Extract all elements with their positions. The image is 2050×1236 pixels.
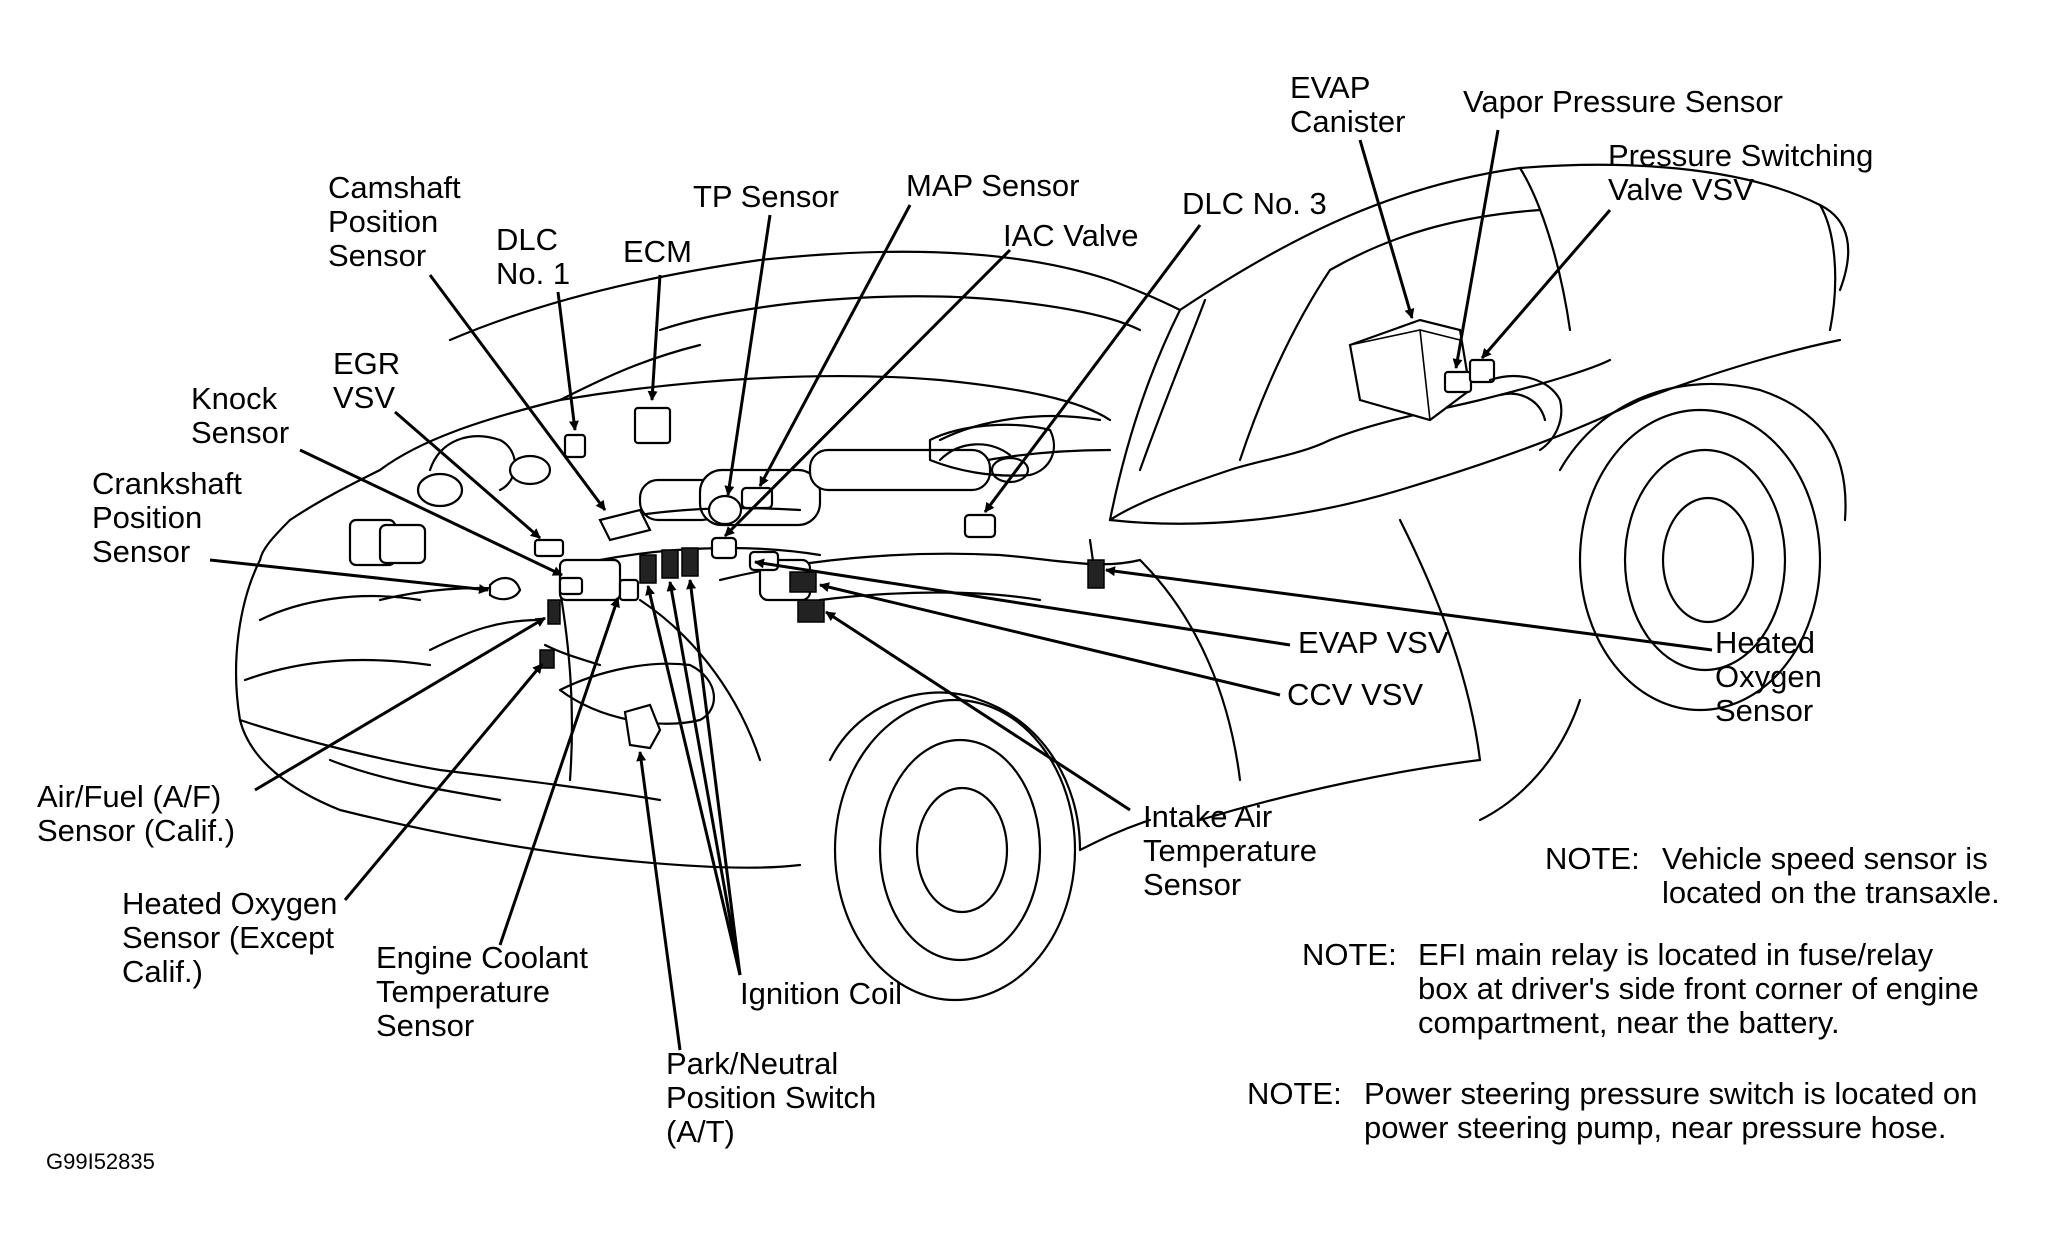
label-ecm: ECM [623, 234, 692, 269]
leader-ecm [647, 274, 662, 401]
leader-knock [299, 448, 563, 577]
leader-ho2-right [1105, 566, 1713, 652]
component-labels: Camshaft Position Sensor DLC No. 1 ECM T… [37, 70, 1882, 1149]
label-tp-sensor: TP Sensor [693, 179, 839, 214]
figure-id: G99I52835 [46, 1149, 155, 1174]
label-crankshaft-sensor: Crankshaft Position Sensor [92, 466, 251, 569]
leader-tp [724, 214, 772, 496]
leader-crank [209, 558, 489, 595]
label-pressure-switching-valve: Pressure Switching Valve VSV [1608, 138, 1882, 207]
label-ignition-coil: Ignition Coil [740, 976, 902, 1011]
leader-evap-vsv [754, 558, 1291, 647]
notes: NOTE: Vehicle speed sensor is located on… [1247, 841, 2000, 1145]
leader-pnp [636, 751, 682, 1051]
leader-dlc3 [983, 224, 1202, 513]
vehicle-outline [235, 163, 1850, 1002]
label-vapor-pressure-sensor: Vapor Pressure Sensor [1463, 84, 1783, 119]
leader-ect [498, 597, 620, 946]
note-efi-relay: NOTE: EFI main relay is located in fuse/… [1302, 937, 1987, 1040]
leader-ignition-2 [666, 581, 742, 976]
leader-evap-canister [1358, 139, 1415, 319]
note-vehicle-speed: NOTE: Vehicle speed sensor is located on… [1545, 841, 2000, 910]
label-egr-vsv: EGR VSV [333, 346, 409, 415]
note-power-steering: NOTE: Power steering pressure switch is … [1247, 1076, 1986, 1145]
label-dlc3: DLC No. 3 [1182, 186, 1327, 221]
label-air-fuel-sensor: Air/Fuel (A/F) Sensor (Calif.) [37, 779, 235, 848]
label-map-sensor: MAP Sensor [906, 168, 1079, 203]
label-evap-canister: EVAP Canister [1290, 70, 1405, 139]
label-camshaft: Camshaft Position Sensor [328, 170, 469, 273]
label-park-neutral-switch: Park/Neutral Position Switch (A/T) [666, 1046, 885, 1149]
leader-map [758, 204, 912, 487]
label-engine-coolant-sensor: Engine Coolant Temperature Sensor [376, 940, 597, 1043]
leader-ccv [819, 582, 1281, 697]
leader-ignition-3 [686, 579, 742, 976]
label-evap-vsv: EVAP VSV [1298, 625, 1449, 660]
leader-ho2-left [343, 663, 544, 901]
leader-egr [394, 410, 541, 540]
leader-iat [825, 610, 1131, 812]
label-knock-sensor: Knock Sensor [191, 381, 289, 450]
leader-af [254, 616, 546, 792]
leader-psv [1480, 209, 1612, 359]
leader-camshaft [428, 274, 607, 511]
leader-vapor [1452, 129, 1500, 369]
label-intake-air-sensor: Intake Air Temperature Sensor [1143, 799, 1326, 902]
label-ccv-vsv: CCV VSV [1287, 677, 1423, 712]
label-heated-oxygen-left: Heated Oxygen Sensor (Except Calif.) [122, 886, 346, 989]
leader-dlc1 [556, 291, 579, 431]
leader-lines [209, 129, 1713, 1051]
leader-ignition-1 [645, 585, 742, 976]
leader-iac [723, 248, 1012, 538]
label-dlc1: DLC No. 1 [496, 222, 570, 291]
label-iac-valve: IAC Valve [1003, 218, 1139, 253]
label-heated-oxygen-right: Heated Oxygen Sensor [1715, 625, 1830, 728]
